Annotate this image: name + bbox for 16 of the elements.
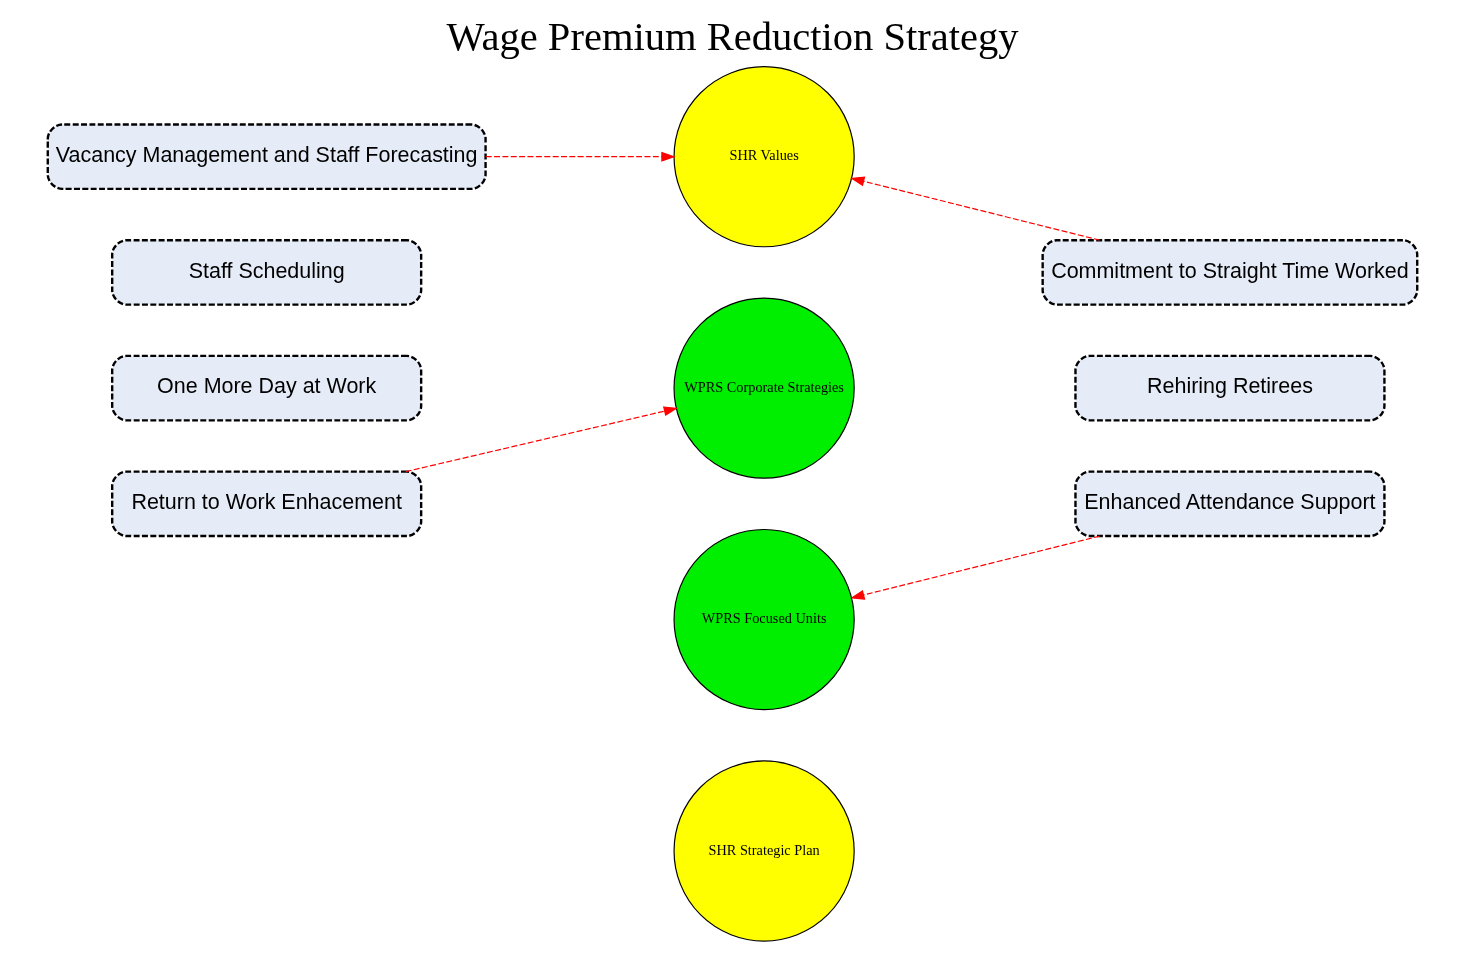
node-circle: WPRS Corporate Strategies xyxy=(672,297,855,479)
arrow xyxy=(484,151,676,162)
node-box: One More Day at Work xyxy=(110,354,422,422)
node-box: Staff Scheduling xyxy=(110,239,422,306)
diagram-title: Wage Premium Reduction Strategy xyxy=(445,14,1019,60)
arrow xyxy=(404,406,678,473)
node-circle: SHR Strategic Plan xyxy=(672,760,855,942)
arrow xyxy=(849,176,1100,241)
node-circle: WPRS Focused Units xyxy=(672,528,855,711)
node-box: Commitment to Straight Time Worked xyxy=(1040,239,1418,306)
node-box: Return to Work Enhacement xyxy=(110,470,422,538)
node-box: Enhanced Attendance Support xyxy=(1073,470,1386,538)
arrow xyxy=(849,535,1100,600)
node-box: Vacancy Management and Staff Forecasting xyxy=(46,123,487,191)
node-box: Rehiring Retirees xyxy=(1073,354,1386,422)
node-circle: SHR Values xyxy=(672,66,855,248)
